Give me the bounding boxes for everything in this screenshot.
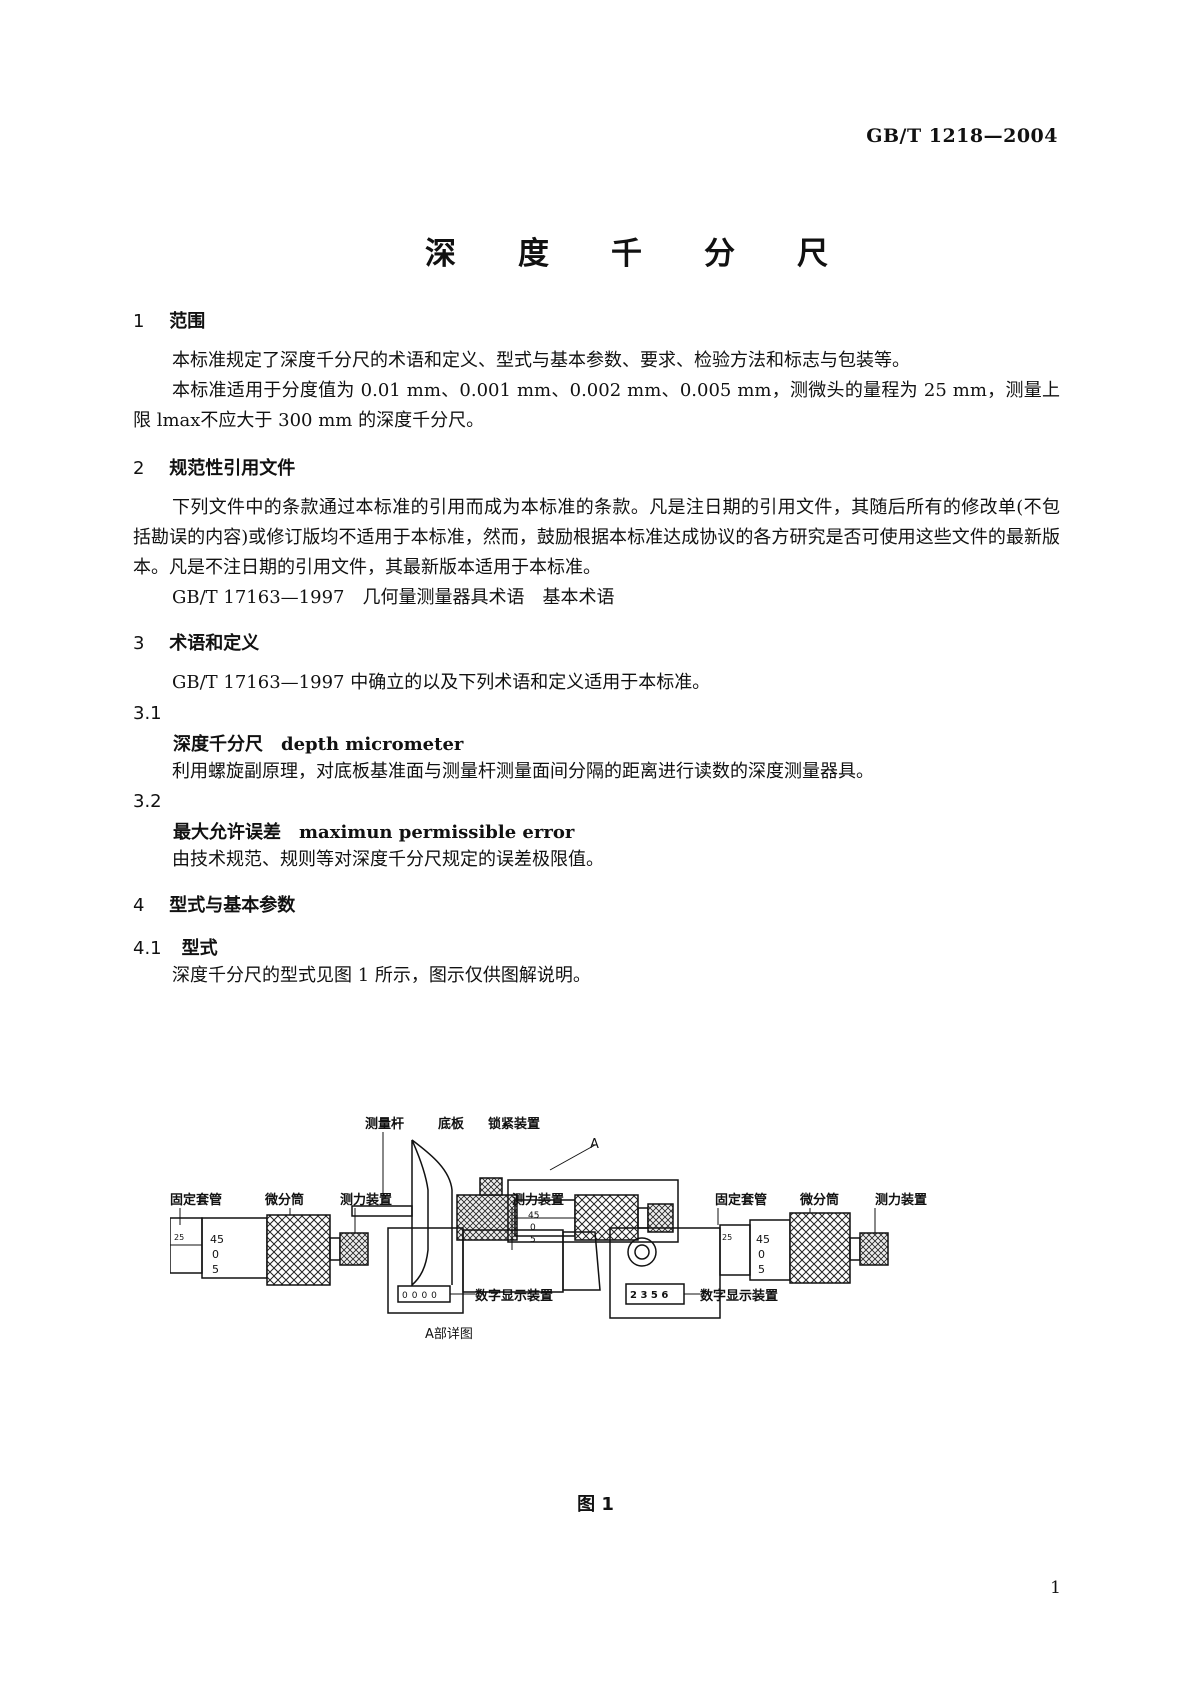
- paragraph: 下列文件中的条款通过本标准的引用而成为本标准的条款。凡是注日期的引用文件，其随后…: [133, 497, 1060, 578]
- scale-0-right: 0: [758, 1248, 765, 1261]
- term-en: maximun permissible error: [299, 822, 575, 843]
- main-thimble: [574, 1194, 639, 1241]
- base-plate-left: [411, 1139, 429, 1287]
- detail-caption: A部详图: [425, 1327, 473, 1342]
- thimble-knurl-left: [266, 1214, 331, 1286]
- paragraph: 本标准适用于分度值为 0.01 mm、0.001 mm、0.002 mm、0.0…: [133, 380, 1060, 431]
- section-number: 2: [133, 458, 145, 479]
- thimble-scale-right: [749, 1219, 791, 1281]
- ratchet-neck-left: [329, 1237, 341, 1261]
- paragraph: GB/T 17163—1997 中确立的以及下列术语和定义适用于本标准。: [172, 672, 711, 693]
- section-title: 术语和定义: [169, 633, 260, 654]
- label-digital-middle: 数字显示装置: [475, 1288, 553, 1304]
- term-zh: 深度千分尺: [173, 734, 263, 755]
- label-digital-right: 数字显示装置: [700, 1288, 778, 1304]
- base-plate-right: [411, 1139, 453, 1285]
- term-number: 3.1: [133, 703, 162, 724]
- ratchet-left: [339, 1232, 369, 1266]
- label-ratchet-middle: 测力装置: [512, 1192, 564, 1208]
- lock-knurl: [456, 1194, 518, 1241]
- digital-readout-right: 2 3 5 6: [630, 1290, 668, 1301]
- figure-caption: 图 1: [577, 1494, 614, 1515]
- scale-45: 45: [528, 1211, 539, 1221]
- document-title: 深度千分尺: [425, 236, 890, 272]
- label-lock: 锁紧装置: [488, 1116, 540, 1132]
- figure-1-depth-micrometer: 测量杆 底板 锁紧装置 A 45 0 5 固定套管 微分筒 测力装置 25 45…: [170, 1116, 927, 1342]
- section-3-heading: 3 术语和定义: [133, 629, 259, 655]
- ratchet-neck-right: [849, 1237, 861, 1261]
- scale-5-left: 5: [212, 1263, 219, 1276]
- label-ratchet-right: 测力装置: [875, 1192, 927, 1208]
- subsection-4-1-heading: 4.1 型式: [133, 934, 218, 960]
- label-thimble-right: 微分筒: [799, 1192, 839, 1208]
- term-en: depth micrometer: [281, 734, 464, 755]
- scale-5-right: 5: [758, 1263, 765, 1276]
- standard-code: GB/T 1218—2004: [866, 125, 1058, 147]
- term-name: 深度千分尺 depth micrometer: [173, 730, 463, 756]
- paragraph: 本标准规定了深度千分尺的术语和定义、型式与基本参数、要求、检验方法和标志与包装等…: [172, 350, 910, 371]
- lock-screw: [479, 1177, 503, 1196]
- subsection-number: 4.1: [133, 938, 162, 959]
- scale-25-left: 25: [174, 1233, 184, 1242]
- paragraph: 深度千分尺的型式见图 1 所示，图示仅供图解说明。: [172, 965, 591, 986]
- main-ratchet-neck: [637, 1207, 649, 1229]
- digital-knob-right: [627, 1237, 657, 1267]
- page-number: 1: [1050, 1578, 1061, 1598]
- label-ratchet-left: 测力装置: [340, 1192, 392, 1208]
- section-2-heading: 2 规范性引用文件: [133, 454, 295, 480]
- term-zh: 最大允许误差: [173, 822, 281, 843]
- section-4-heading: 4 型式与基本参数: [133, 891, 295, 917]
- term-definition: 利用螺旋副原理，对底板基准面与测量杆测量面间分隔的距离进行读数的深度测量器具。: [172, 761, 874, 782]
- section-number: 3: [133, 633, 145, 654]
- section-1-heading: 1 范围: [133, 307, 205, 333]
- label-thimble-left: 微分筒: [264, 1192, 304, 1208]
- digital-readout-middle: 0000: [402, 1291, 441, 1301]
- term-name: 最大允许误差 maximun permissible error: [173, 818, 574, 844]
- label-rod: 测量杆: [365, 1116, 404, 1132]
- ratchet-cap-middle: [562, 1231, 601, 1291]
- detail-a-box: [507, 1179, 679, 1243]
- label-detail-mark: A: [590, 1137, 599, 1152]
- term-number: 3.2: [133, 791, 162, 812]
- scale-0-left: 0: [212, 1248, 219, 1261]
- label-base: 底板: [438, 1116, 465, 1132]
- scale-5: 5: [530, 1235, 536, 1245]
- thimble-knurl-right: [789, 1212, 851, 1284]
- section-title: 规范性引用文件: [169, 458, 296, 479]
- label-sleeve-left: 固定套管: [170, 1192, 222, 1208]
- section-title: 型式与基本参数: [169, 895, 296, 916]
- ratchet-right: [859, 1232, 889, 1266]
- scale-25-right: 25: [722, 1233, 732, 1242]
- scale-0: 0: [530, 1223, 536, 1233]
- label-sleeve-right: 固定套管: [715, 1192, 767, 1208]
- term-definition: 由技术规范、规则等对深度千分尺规定的误差极限值。: [172, 849, 604, 870]
- normative-reference: GB/T 17163—1997 几何量测量器具术语 基本术语: [172, 587, 615, 608]
- subsection-title: 型式: [181, 938, 218, 959]
- section-number: 4: [133, 895, 145, 916]
- scale-45-right: 45: [756, 1233, 770, 1246]
- scale-45-left: 45: [210, 1233, 224, 1246]
- section-number: 1: [133, 311, 145, 332]
- section-title: 范围: [169, 311, 206, 332]
